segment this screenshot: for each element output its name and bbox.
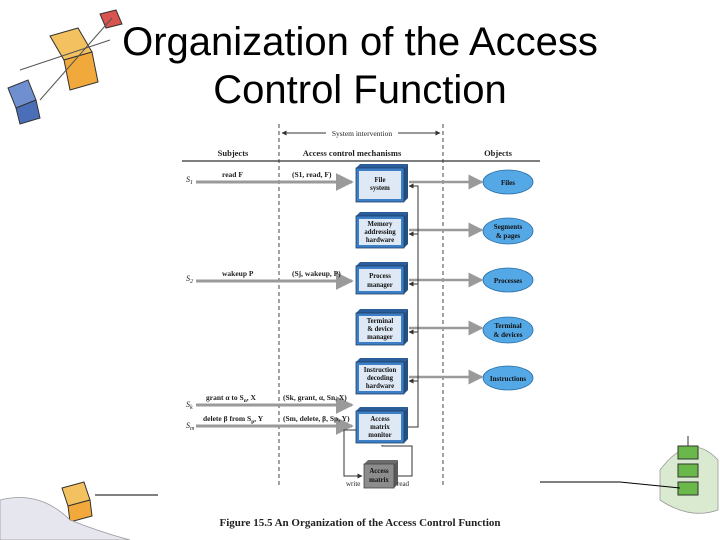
- header-objects: Objects: [484, 148, 513, 158]
- svg-text:matrix: matrix: [369, 477, 389, 484]
- slide-title-line2: Control Function: [213, 68, 507, 112]
- object-files: Files: [482, 169, 534, 195]
- system-intervention-bracket: System intervention: [278, 124, 444, 485]
- svg-text:Memory: Memory: [368, 221, 394, 228]
- request-arrows: [196, 173, 354, 435]
- header-subjects: Subjects: [218, 148, 249, 158]
- figure-caption: Figure 15.5 An Organization of the Acces…: [219, 517, 501, 529]
- svg-text:Terminal: Terminal: [367, 318, 394, 325]
- svg-text:Instruction: Instruction: [364, 367, 397, 374]
- request-wakeup-label: wakeup P: [222, 269, 254, 278]
- system-intervention-label: System intervention: [332, 129, 392, 138]
- matrix-read-label: read: [397, 480, 410, 488]
- object-terminals: Terminal & devices: [482, 316, 534, 344]
- decorative-cubes-icon: [7, 9, 123, 125]
- terminal-device-manager-box: Terminal & device manager: [355, 309, 408, 346]
- matrix-write-label: write: [346, 480, 360, 488]
- access-matrix-monitor-box: Access matrix monitor: [355, 407, 408, 444]
- memory-addressing-box: Memory addressing hardware: [355, 212, 408, 249]
- object-segments: Segments & pages: [482, 217, 534, 245]
- svg-text:matrix: matrix: [370, 424, 390, 431]
- object-instructions: Instructions: [482, 365, 534, 391]
- svg-text:Access: Access: [369, 468, 389, 475]
- svg-text:Segments: Segments: [494, 223, 523, 231]
- svg-text:Terminal: Terminal: [494, 322, 521, 330]
- column-headers: Subjects Access control mechanisms Objec…: [182, 148, 540, 162]
- subject-s2: S2: [186, 274, 193, 285]
- access-matrix-box: Access matrix: [363, 460, 398, 489]
- message-read-label: (S1, read, F): [292, 170, 332, 179]
- svg-text:& device: & device: [367, 326, 392, 333]
- subject-sm: Sm: [186, 421, 195, 432]
- svg-text:& devices: & devices: [494, 331, 523, 339]
- svg-text:manager: manager: [367, 334, 393, 341]
- subject-s1: S1: [186, 175, 193, 186]
- svg-text:Processes: Processes: [494, 277, 523, 285]
- object-processes: Processes: [482, 267, 534, 293]
- svg-text:Access: Access: [370, 416, 390, 423]
- message-grant-label: (Sk, grant, α, Sn, X): [283, 393, 347, 402]
- decorative-hand-icon: [0, 481, 158, 540]
- svg-text:manager: manager: [367, 282, 393, 289]
- svg-text:monitor: monitor: [368, 432, 391, 439]
- subject-sk: Sk: [186, 400, 193, 411]
- slide-title-line1: Organization of the Access: [122, 20, 598, 64]
- svg-text:hardware: hardware: [366, 237, 394, 244]
- svg-text:File: File: [375, 177, 386, 184]
- request-read-label: read F: [222, 170, 243, 179]
- file-system-box: File system: [355, 164, 408, 203]
- message-wakeup-label: (Sj, wakeup, P): [292, 269, 341, 278]
- decorative-stack-icon: [540, 436, 719, 514]
- svg-text:& pages: & pages: [496, 232, 521, 240]
- svg-text:decoding: decoding: [367, 375, 394, 382]
- message-delete-label: (Sm, delete, β, Sp, Y): [283, 414, 350, 423]
- matrix-links: [343, 183, 419, 479]
- svg-text:hardware: hardware: [366, 383, 394, 390]
- subject-labels: S1 S2 Sk Sm: [186, 175, 195, 432]
- request-delete-label: delete β from Sp, Y: [203, 414, 264, 425]
- svg-text:Process: Process: [369, 273, 391, 280]
- process-manager-box: Process manager: [355, 262, 408, 295]
- svg-text:system: system: [370, 185, 390, 192]
- header-mechanisms: Access control mechanisms: [303, 148, 402, 158]
- svg-text:addressing: addressing: [364, 229, 396, 236]
- svg-text:Files: Files: [501, 179, 515, 187]
- slide-title: Organization of the Access Control Funct…: [0, 18, 720, 114]
- request-grant-label: grant α to Sn, X: [206, 393, 257, 404]
- object-arrows: [409, 174, 484, 385]
- instruction-decoding-box: Instruction decoding hardware: [355, 358, 408, 395]
- svg-text:Instructions: Instructions: [490, 375, 526, 383]
